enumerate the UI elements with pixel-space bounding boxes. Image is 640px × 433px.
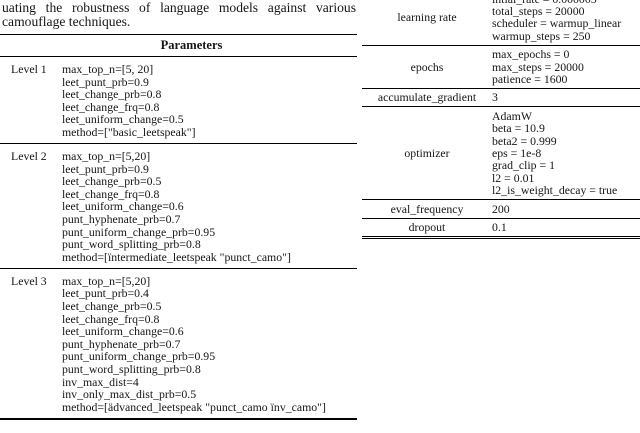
hyperparameter-label: dropout: [408, 220, 446, 234]
param-line: leet_uniform_change=0.6: [62, 199, 184, 214]
param-line: max_top_n=[5,20]: [62, 273, 151, 288]
param-line: punt_word_splitting_prb=0.8: [62, 237, 201, 252]
hyperparameters-table-body: learning rate intial_rate = 0.000005total…: [362, 0, 640, 237]
hyperparameter-values: 0.1: [492, 220, 640, 234]
table-bottom-double-rule: [362, 237, 640, 240]
level-label: Level 1: [11, 61, 47, 76]
param-line: leet_uniform_change=0.5: [62, 112, 184, 127]
level-label: Level 2: [11, 148, 47, 163]
hyperparameter-value-line: 3: [492, 90, 498, 105]
hyperparameter-label: accumulate_gradient: [377, 90, 477, 105]
param-line: leet_uniform_change=0.6: [62, 324, 184, 339]
parameters-table-header: Parameters: [0, 35, 357, 58]
level-label: Level 3: [11, 273, 47, 288]
param-line: method=["basic_leetspeak"]: [62, 124, 196, 139]
hyperparameter-label: epochs: [410, 59, 444, 74]
param-line: punt_uniform_change_prb=0.95: [62, 349, 216, 364]
hyperparameter-values: intial_rate = 0.000005total_steps = 2000…: [492, 0, 640, 42]
param-line: method=[ädvanced_leetspeak "punct_camo ï…: [62, 399, 326, 414]
param-line: punt_hyphenate_prb=0.7: [62, 336, 181, 351]
hyperparameter-value-line: max_steps = 20000: [492, 59, 584, 74]
param-line: leet_punt_prb=0.9: [62, 74, 149, 89]
hyperparameters-table: learning rate intial_rate = 0.000005total…: [362, 0, 640, 240]
hyperparameter-value-line: beta = 10.9: [492, 121, 545, 136]
parameters-row: Level 1 max_top_n=[5, 20]leet_punt_prb=0.…: [0, 57, 357, 145]
param-line: leet_change_frq=0.8: [62, 311, 160, 326]
caption-line-1: uating the robustness of language models…: [2, 0, 356, 15]
param-line: punt_hyphenate_prb=0.7: [62, 211, 181, 226]
param-line: inv_only_max_dist_prb=0.5: [62, 387, 197, 402]
param-line: inv_max_dist=4: [62, 374, 139, 389]
hyperparameter-value-line: grad_clip = 1: [492, 158, 555, 173]
param-line: method=[ïntermediate_leetspeak "punct_ca…: [62, 249, 291, 264]
caption-paragraph: uating the robustness of language models…: [0, 0, 357, 29]
param-line: max_top_n=[5,20]: [62, 148, 151, 163]
hyperparameter-value-line: beta2 = 0.999: [492, 133, 557, 148]
hyperparameter-row: eval_frequency 200: [362, 200, 640, 219]
param-line: punt_word_splitting_prb=0.8: [62, 361, 201, 376]
param-line: punt_uniform_change_prb=0.95: [62, 224, 216, 239]
hyperparameter-value-line: intial_rate = 0.000005: [492, 0, 640, 5]
param-line: leet_change_prb=0.5: [62, 174, 162, 189]
parameters-row: Level 2 max_top_n=[5,20]leet_punt_prb=0.9…: [0, 144, 357, 270]
hyperparameter-value-line: l2_is_weight_decay = true: [492, 183, 618, 198]
hyperparameter-label: eval_frequency: [390, 201, 464, 216]
hyperparameter-value-line: scheduler = warmup_linear: [492, 16, 622, 31]
hyperparameter-value-line: AdamW: [492, 108, 532, 123]
hyperparameter-values: 200: [492, 201, 640, 216]
hyperparameter-row: learning rate intial_rate = 0.000005total…: [362, 0, 640, 46]
hyperparameter-value-line: 0.1: [492, 220, 507, 234]
hyperparameter-value-line: patience = 1600: [492, 71, 568, 86]
hyperparameter-value-line: warmup_steps = 250: [492, 28, 591, 43]
hyperparameter-values: 3: [492, 90, 640, 105]
param-line: leet_change_prb=0.8: [62, 87, 162, 102]
param-line: leet_punt_prb=0.9: [62, 161, 149, 176]
hyperparameter-value-line: max_epochs = 0: [492, 47, 570, 62]
param-line: leet_change_prb=0.5: [62, 299, 162, 313]
param-line: leet_punt_prb=0.4: [62, 286, 149, 301]
parameters-row: Level 3 max_top_n=[5,20]leet_punt_prb=0.4…: [0, 269, 357, 421]
param-line: leet_change_frq=0.8: [62, 99, 160, 114]
hyperparameter-value-line: l2 = 0.01: [492, 170, 535, 185]
param-line: leet_change_frq=0.8: [62, 186, 160, 201]
hyperparameter-value-line: eps = 1e-8: [492, 145, 542, 160]
hyperparameter-label: optimizer: [404, 145, 450, 160]
hyperparameter-value-line: total_steps = 20000: [492, 3, 585, 18]
caption-line-2: camouflage techniques.: [2, 14, 131, 30]
left-column: uating the robustness of language models…: [0, 0, 357, 421]
param-line: max_top_n=[5, 20]: [62, 61, 154, 76]
hyperparameter-row: accumulate_gradient 3: [362, 89, 640, 108]
hyperparameter-row: dropout 0.1: [362, 219, 640, 237]
hyperparameter-value-line: 200: [492, 201, 510, 216]
hyperparameter-label: learning rate: [397, 10, 457, 25]
